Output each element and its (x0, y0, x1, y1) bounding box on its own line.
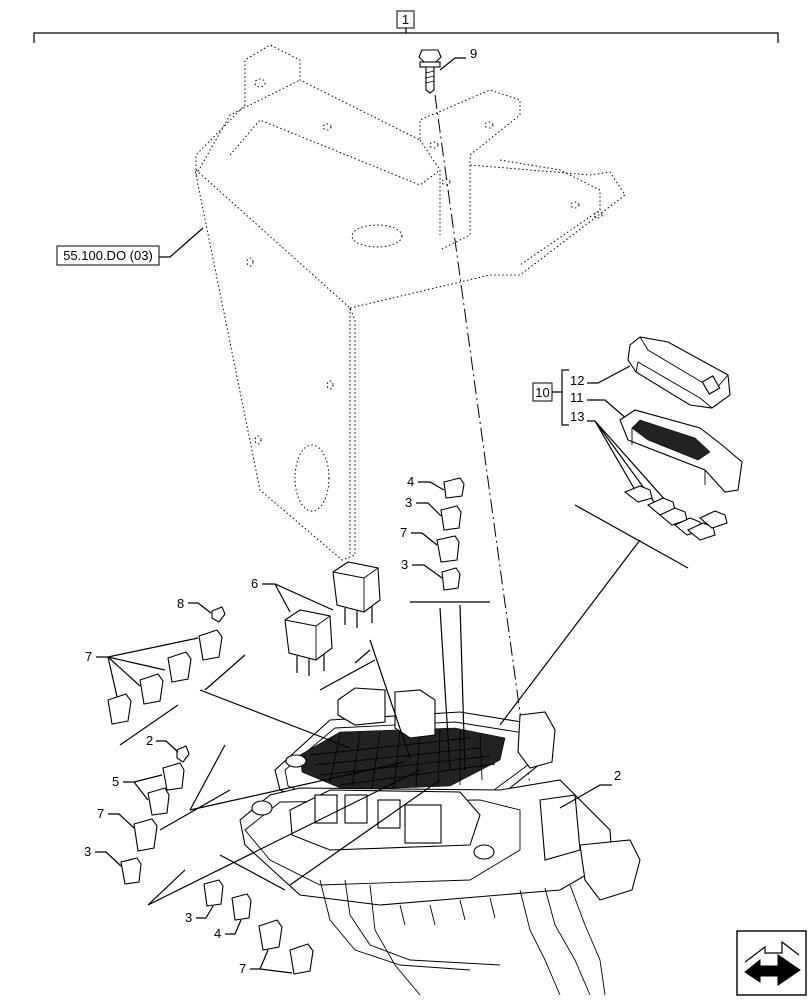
callout-2-right-group: 2 (559, 768, 621, 809)
callout-9: 9 (470, 46, 477, 61)
fuse-3-upper: 3 (405, 495, 462, 531)
callout-13: 13 (570, 409, 584, 424)
connector-housing (619, 409, 743, 493)
callout-3-upper: 3 (405, 495, 412, 510)
callout-4-upper: 4 (407, 474, 414, 489)
callout-4-bottom: 4 (214, 926, 221, 941)
callout-12: 12 (570, 373, 584, 388)
callout-6: 6 (251, 576, 258, 591)
bolt-part: 9 (418, 46, 477, 94)
callout-3-lower-left: 3 (84, 844, 91, 859)
assembly-bracket: 1 (33, 10, 779, 43)
fuse-7-lower-left: 7 (97, 806, 158, 852)
fuse-group-bottom: 3 4 7 (185, 879, 314, 976)
fuse-group-5: 5 (112, 762, 185, 816)
callout-8: 8 (177, 596, 184, 611)
callout-7-upper: 7 (400, 525, 407, 540)
fuse-3-mid: 3 (401, 557, 461, 591)
mounting-bracket-reference (194, 44, 626, 561)
callout-3-bottom: 3 (185, 910, 192, 925)
callout-5: 5 (112, 774, 119, 789)
reference-link[interactable]: 55.100.DO (03) (56, 227, 204, 266)
relay-lower (284, 609, 333, 676)
terminal-pins (623, 485, 728, 541)
reference-link-label[interactable]: 55.100.DO (03) (63, 248, 153, 263)
kit-number: 10 (535, 385, 549, 400)
location-leaders (119, 504, 689, 906)
fuse-3-lower-left: 3 (84, 844, 142, 885)
fuse-4-upper: 4 (407, 474, 465, 499)
fuse-puller-8: 8 (177, 596, 226, 623)
fuse-group-7-left: 7 (85, 629, 223, 725)
callout-7-lower-left: 7 (97, 806, 104, 821)
callout-2-left: 2 (146, 733, 153, 748)
callout-2-right: 2 (614, 768, 621, 783)
bolt-centerline (434, 94, 531, 786)
next-page-arrow-icon[interactable] (736, 930, 807, 996)
callout-7-left: 7 (85, 649, 92, 664)
assembly-number: 1 (402, 12, 409, 27)
fuse-puller-2-left: 2 (146, 733, 190, 763)
callout-3-mid: 3 (401, 557, 408, 572)
fuse-box-cover (627, 336, 731, 409)
relay-callout: 6 (251, 576, 334, 613)
fuse-7-upper: 7 (400, 525, 460, 563)
callout-7-bottom: 7 (239, 961, 246, 976)
kit-bracket: 10 12 11 13 (532, 365, 691, 529)
relay-upper (332, 561, 381, 628)
callout-11: 11 (570, 390, 584, 405)
